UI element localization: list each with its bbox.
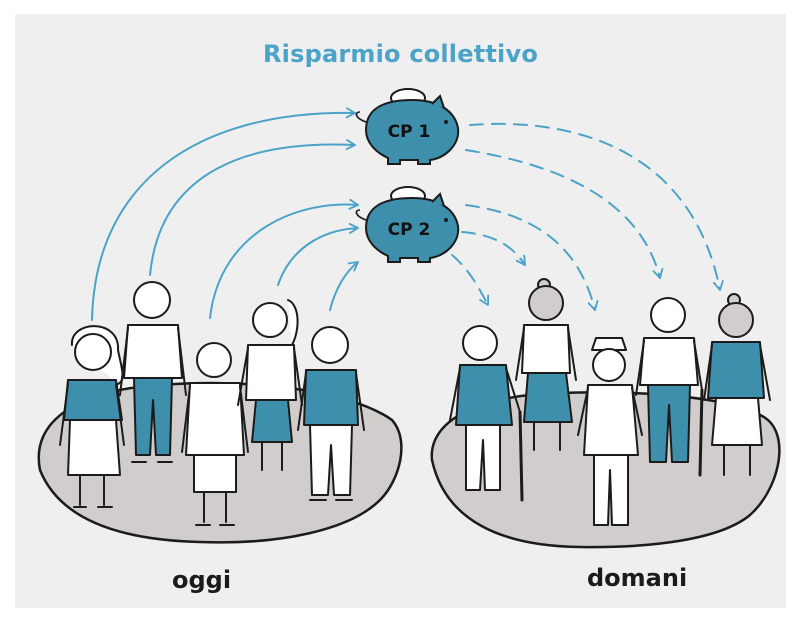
person-elderly-woman (515, 278, 577, 451)
payout-arrow (465, 149, 664, 279)
person-young-woman (59, 325, 125, 508)
payout-arrow (461, 231, 526, 266)
person-elderly-man (449, 325, 524, 502)
piggy-bank-cp1: CP 1 (355, 88, 460, 165)
person-elderly-man (635, 297, 704, 477)
bank-label-cp1: CP 1 (388, 122, 431, 142)
piggy-bank-cp2: CP 2 (355, 186, 460, 263)
contribution-arrow (91, 107, 356, 321)
group-label-today: oggi (172, 566, 232, 594)
person-elderly-woman (703, 293, 771, 476)
payout-arrow (469, 122, 724, 291)
group-label-tomorrow: domani (587, 564, 688, 592)
person-young-man (119, 281, 187, 463)
contribution-arrow (277, 222, 359, 286)
people-today (59, 281, 365, 526)
contribution-arrow (149, 139, 356, 276)
person-young-man (181, 342, 249, 526)
payout-arrow (451, 254, 490, 306)
contribution-arrow (329, 261, 359, 311)
person-elderly-man (577, 337, 643, 526)
payout-arrow (465, 204, 599, 311)
person-young-woman (237, 299, 303, 471)
diagram-title: Risparmio collettivo (262, 40, 539, 68)
contribution-arrow (209, 198, 359, 319)
bank-label-cp2: CP 2 (388, 220, 431, 240)
payout-arrows (451, 122, 724, 311)
contribution-arrows (91, 107, 359, 321)
person-young-man (297, 326, 365, 501)
people-tomorrow (449, 278, 771, 526)
